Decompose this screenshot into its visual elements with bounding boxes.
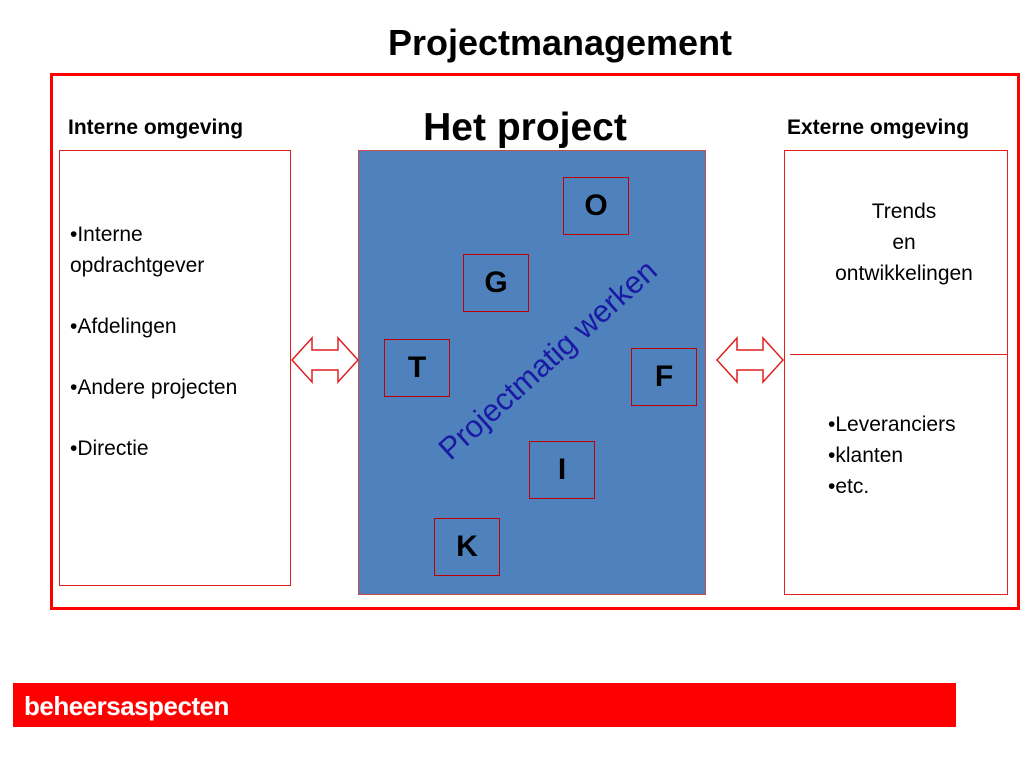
list-item: •Andere projecten (70, 376, 238, 399)
list-item: •Leveranciers (828, 413, 956, 436)
list-item: •Afdelingen (70, 315, 177, 338)
letter-box-f: F (631, 348, 697, 406)
trends-text: Trends en ontwikkelingen (790, 196, 1018, 289)
outer-frame (50, 73, 1020, 610)
external-divider (790, 354, 1008, 355)
project-heading: Het project (423, 106, 627, 149)
internal-list: •Interne opdrachtgever •Afdelingen •Ande… (70, 219, 237, 464)
list-item: •Directie (70, 437, 149, 460)
letter-box-g: G (463, 254, 529, 312)
footer-label: beheersaspecten (24, 691, 229, 721)
trends-line: Trends (871, 200, 937, 223)
external-heading: Externe omgeving (787, 116, 970, 139)
letter-box-k: K (434, 518, 500, 576)
letter-box-i: I (529, 441, 595, 499)
trends-line: en (892, 231, 916, 254)
external-list: •Leveranciers •klanten •etc. (828, 409, 956, 502)
list-item: •klanten (828, 444, 904, 467)
letter-box-o: O (563, 177, 629, 235)
external-box (784, 150, 1008, 595)
internal-box: •Interne opdrachtgever •Afdelingen •Ande… (59, 150, 291, 586)
letter-box-t: T (384, 339, 450, 397)
double-arrow-icon (715, 336, 785, 384)
project-box (358, 150, 706, 595)
page-title: Projectmanagement (387, 22, 733, 63)
list-item: •Interne (70, 223, 143, 246)
list-item: opdrachtgever (70, 254, 205, 277)
internal-heading: Interne omgeving (68, 116, 244, 139)
trends-line: ontwikkelingen (835, 262, 973, 285)
footer-bar (13, 683, 956, 727)
list-item: •etc. (828, 475, 870, 498)
double-arrow-icon (290, 336, 360, 384)
